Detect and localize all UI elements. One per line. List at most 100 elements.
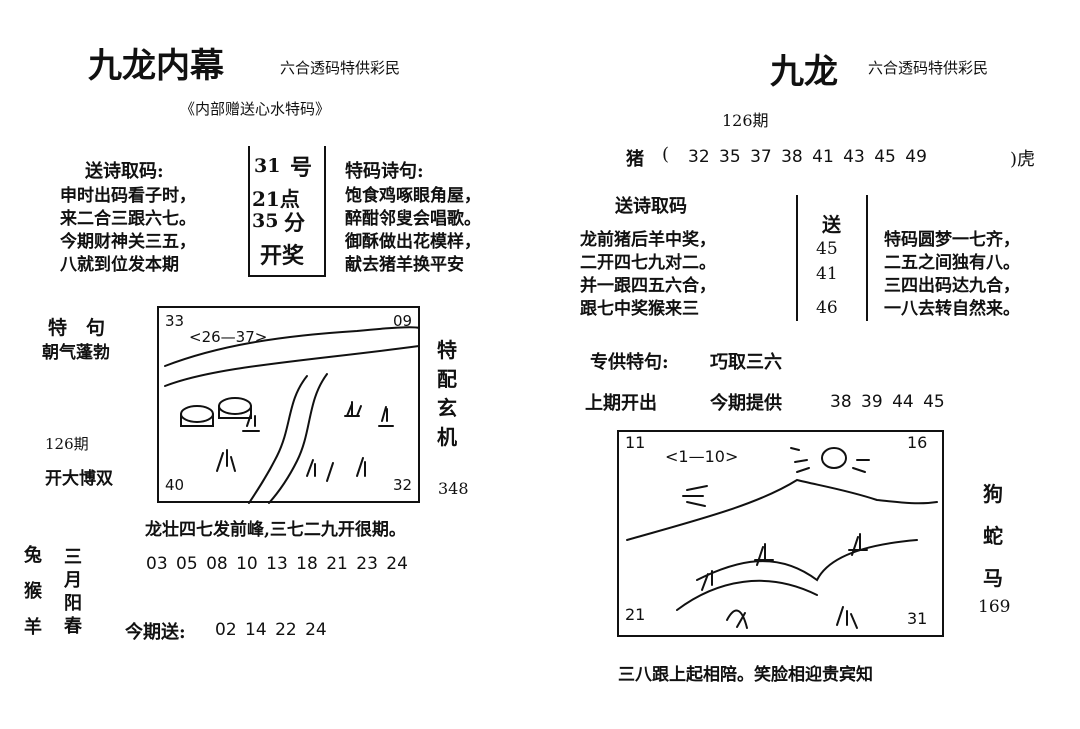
left-te-poem-line: 饱食鸡啄眼角屋， <box>345 186 481 206</box>
sketch-grass <box>836 606 858 629</box>
left-side-char: 玄 <box>437 396 457 420</box>
right-open-paren: ( <box>662 144 670 165</box>
right-poem-line: 二开四七九对二。 <box>580 253 716 273</box>
sketch-grass <box>754 543 774 566</box>
left-picture-top-right: 09 <box>393 312 412 330</box>
left-poem-line: 来二合三跟六七。 <box>60 209 196 229</box>
right-poem-line: 跟七中奖猴来三 <box>580 299 699 319</box>
left-animals: 兔 猴 羊 <box>20 538 46 646</box>
sketch-hut <box>218 405 252 419</box>
right-close-tiger: )虎 <box>1010 149 1036 170</box>
left-animal: 兔 <box>24 545 42 566</box>
sketch-rays <box>790 447 870 473</box>
right-te-poem-line: 特码圆梦一七齐， <box>884 230 1020 250</box>
right-picture-frame <box>617 430 944 637</box>
right-issue: 126期 <box>722 111 769 130</box>
sketch-mountain <box>626 478 938 541</box>
right-picture-drawing: 11 16 <1—10> 21 31 <box>625 433 938 629</box>
draw-info-31: 31 <box>254 155 281 177</box>
song-box-right-border <box>866 195 868 321</box>
sketch-grass <box>726 609 748 629</box>
right-side-num: 169 <box>978 597 1011 617</box>
left-poem-line: 今期财神关三五， <box>60 232 196 252</box>
sketch-hut <box>180 405 214 423</box>
right-bottom-poem: 三八跟上起相陪。笑脸相迎贵宾知 <box>618 665 873 685</box>
right-te-poem: 特码圆梦一七齐， 二五之间独有八。 三四出码达九合， 一八去转自然来。 <box>884 229 1020 321</box>
right-side-animal: 马 <box>983 566 1003 590</box>
right-special: 巧取三六 <box>710 352 782 373</box>
draw-info-21dian: 21点 <box>252 187 300 211</box>
left-picture-bottom-left: 40 <box>165 476 184 494</box>
sketch-river <box>268 373 328 504</box>
left-animal: 猴 <box>24 581 42 602</box>
left-picture-frame <box>157 306 420 503</box>
sketch-hut <box>180 413 214 427</box>
sketch-slope <box>696 539 918 582</box>
right-song-num: 45 <box>816 239 838 259</box>
sketch-grass <box>344 401 362 417</box>
right-picture-range: <1—10> <box>665 447 738 466</box>
right-poem-line: 并一跟四五六合， <box>580 276 716 296</box>
left-today-label: 今期送: <box>125 622 186 643</box>
right-tagline: 六合透码特供彩民 <box>868 59 989 77</box>
left-poem-line: 八就到位发本期 <box>60 255 179 275</box>
left-spring-char: 阳 <box>64 593 82 614</box>
right-picture-bottom-right: 31 <box>907 609 927 628</box>
left-picture-top-left: 33 <box>165 312 184 330</box>
right-picture-bottom-left: 21 <box>625 605 645 624</box>
right-side-animal: 蛇 <box>983 524 1003 548</box>
sketch-slope <box>676 579 818 611</box>
right-title: 九龙 <box>770 52 838 92</box>
sketch-hill <box>164 326 420 367</box>
left-spring-char: 三 <box>64 547 82 568</box>
left-side-char: 配 <box>437 367 457 391</box>
left-line-poem: 龙壮四七发前峰,三七二九开很期。 <box>145 520 406 540</box>
sketch-grass <box>378 406 394 427</box>
right-te-poem-line: 三四出码达九合， <box>884 276 1020 296</box>
sketch-sun <box>821 447 848 469</box>
left-animal: 羊 <box>24 617 42 638</box>
right-pig-numbers: 32 35 37 38 41 43 45 49 <box>688 147 927 167</box>
left-today-numbers: 02 14 22 24 <box>215 620 327 640</box>
left-subtitle: 《内部赠送心水特码》 <box>180 100 331 118</box>
left-kai: 开大博双 <box>45 469 113 489</box>
left-te-poem-label: 特码诗句: <box>345 161 424 182</box>
left-poem-label: 送诗取码: <box>85 161 164 182</box>
left-numbers: 03 05 08 10 13 18 21 23 24 <box>146 554 408 574</box>
left-te-ju: 朝气蓬勃 <box>42 343 110 363</box>
left-side-num: 348 <box>438 479 469 498</box>
left-title: 九龙内幕 <box>88 46 224 86</box>
left-poem-line: 申时出码看子时， <box>60 186 196 206</box>
left-te-poem-line: 御酥做出花模样， <box>345 232 481 252</box>
draw-info-35: 35 <box>252 210 279 232</box>
song-box-left-border <box>796 195 798 321</box>
left-te-poem: 饱食鸡啄眼角屋， 醉酣邻叟会唱歌。 御酥做出花模样， 献去猪羊换平安 <box>345 185 481 277</box>
right-pig-label: 猪 <box>626 149 644 170</box>
right-poem-label: 送诗取码 <box>615 196 687 217</box>
right-picture-top-left: 11 <box>625 433 645 452</box>
right-special-label: 专供特句: <box>590 352 669 373</box>
right-side-animals: 狗 蛇 马 <box>978 473 1008 599</box>
right-provide-numbers: 38 39 44 45 <box>830 392 945 412</box>
sketch-hut <box>218 397 252 415</box>
left-side-chars: 特 配 玄 机 <box>432 336 462 452</box>
sketch-grass <box>701 570 713 591</box>
sketch-rays <box>682 485 708 507</box>
draw-info-bottom-border <box>248 275 326 277</box>
left-issue: 126期 <box>45 435 89 453</box>
draw-info-fen: 分 <box>284 210 305 235</box>
left-side-char: 特 <box>437 338 457 362</box>
sketch-grass <box>216 449 236 472</box>
draw-info-right-border <box>324 146 326 276</box>
sketch-hill <box>164 345 420 387</box>
sketch-river <box>248 375 308 504</box>
left-spring-char: 春 <box>64 616 82 637</box>
sketch-grass <box>848 533 868 556</box>
left-spring-char: 月 <box>64 570 82 591</box>
right-side-animal: 狗 <box>983 482 1003 506</box>
left-side-char: 机 <box>437 425 457 449</box>
left-te-poem-line: 献去猪羊换平安 <box>345 255 464 275</box>
left-picture-range: <26—37> <box>189 328 267 346</box>
left-spring: 三 月 阳 春 <box>60 546 86 638</box>
right-te-poem-line: 一八去转自然来。 <box>884 299 1020 319</box>
